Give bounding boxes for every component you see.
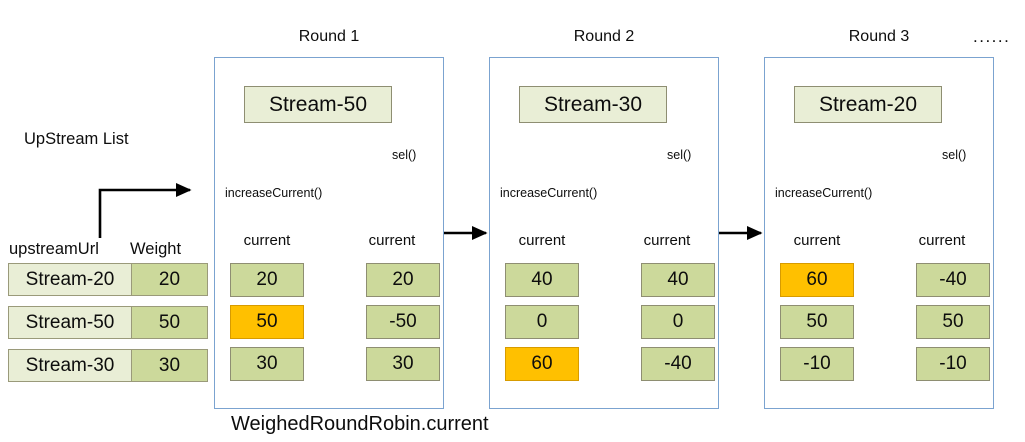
upstream-weight-cell: 50 — [131, 306, 208, 339]
round-title-1: Round 1 — [298, 28, 360, 45]
upstream-column-header-url: upstreamUrl — [9, 240, 99, 258]
upstream-row[interactable]: Stream-50 50 — [8, 306, 208, 339]
current-cell-before-selected[interactable]: 50 — [230, 305, 304, 339]
current-cell-after[interactable]: 50 — [916, 305, 990, 339]
current-header-after-1: current — [368, 232, 416, 249]
increase-current-label-3: increaseCurrent() — [775, 186, 873, 200]
current-cell-before-selected[interactable]: 60 — [505, 347, 579, 381]
upstream-url-cell: Stream-50 — [8, 306, 132, 339]
current-cell-after[interactable]: 30 — [366, 347, 440, 381]
current-cell-before[interactable]: -10 — [780, 347, 854, 381]
sel-label-3: sel() — [942, 148, 967, 162]
selected-stream-box-3[interactable]: Stream-20 — [794, 86, 942, 123]
upstream-row[interactable]: Stream-20 20 — [8, 263, 208, 296]
sel-label-1: sel() — [392, 148, 417, 162]
current-header-before-1: current — [243, 232, 291, 249]
round-title-3: Round 3 — [848, 28, 910, 45]
current-header-before-3: current — [793, 232, 841, 249]
upstream-list-title: UpStream List — [24, 130, 129, 148]
increase-current-label-1: increaseCurrent() — [225, 186, 323, 200]
selected-stream-box-2[interactable]: Stream-30 — [519, 86, 667, 123]
continuation-ellipsis: ...... — [973, 27, 1011, 46]
current-cell-after[interactable]: -50 — [366, 305, 440, 339]
upstream-to-round1-arrow — [98, 182, 192, 238]
increase-current-label-2: increaseCurrent() — [500, 186, 598, 200]
selected-stream-box-1[interactable]: Stream-50 — [244, 86, 392, 123]
upstream-weight-cell: 30 — [131, 349, 208, 382]
current-cell-after[interactable]: 40 — [641, 263, 715, 297]
current-cell-after[interactable]: -10 — [916, 347, 990, 381]
sel-label-2: sel() — [667, 148, 692, 162]
current-cell-after[interactable]: -40 — [916, 263, 990, 297]
current-cell-before[interactable]: 40 — [505, 263, 579, 297]
current-cell-before[interactable]: 0 — [505, 305, 579, 339]
current-cell-after[interactable]: 0 — [641, 305, 715, 339]
upstream-url-cell: Stream-20 — [8, 263, 132, 296]
current-cell-after[interactable]: 20 — [366, 263, 440, 297]
current-header-after-3: current — [918, 232, 966, 249]
current-header-before-2: current — [518, 232, 566, 249]
current-cell-after[interactable]: -40 — [641, 347, 715, 381]
upstream-url-cell: Stream-30 — [8, 349, 132, 382]
upstream-row[interactable]: Stream-30 30 — [8, 349, 208, 382]
current-cell-before-selected[interactable]: 60 — [780, 263, 854, 297]
current-cell-before[interactable]: 20 — [230, 263, 304, 297]
current-header-after-2: current — [643, 232, 691, 249]
diagram-caption: WeighedRoundRobin.current — [231, 413, 489, 435]
current-cell-before[interactable]: 30 — [230, 347, 304, 381]
current-cell-before[interactable]: 50 — [780, 305, 854, 339]
upstream-weight-cell: 20 — [131, 263, 208, 296]
round-title-2: Round 2 — [573, 28, 635, 45]
upstream-column-header-weight: Weight — [130, 240, 182, 258]
